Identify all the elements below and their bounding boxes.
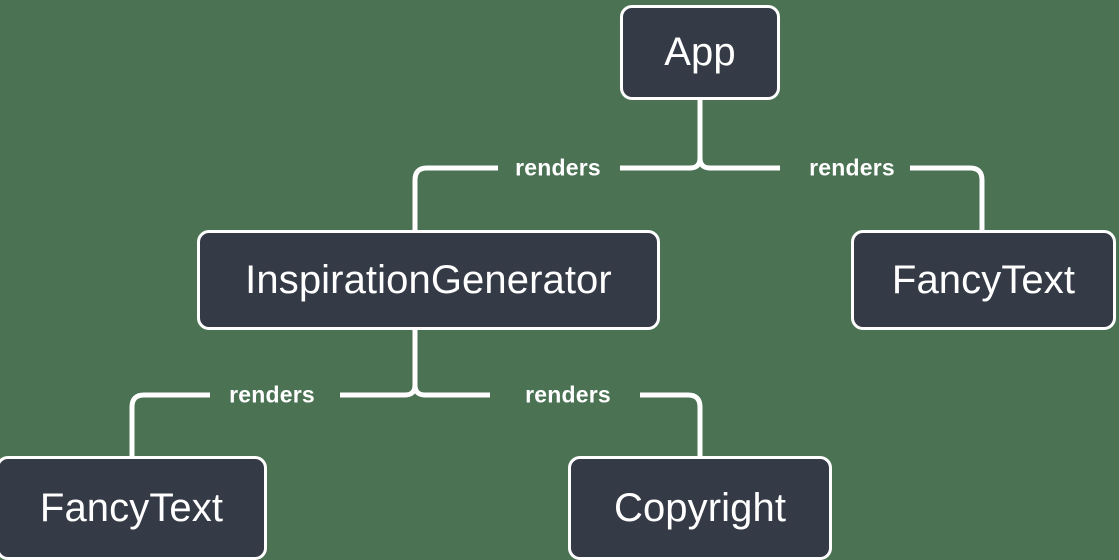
edge-inspiration-generator-junction-left [340, 384, 418, 398]
node-app-label: App [664, 30, 736, 74]
edge-inspiration-generator-to-copyright [640, 392, 703, 456]
node-fancytext-bottom-label: FancyText [39, 485, 224, 530]
edge-label-inspiration-generator-to-copyright: renders [525, 381, 611, 408]
edge-app-junction-left [620, 157, 703, 171]
edge-label-app-to-fancytext-right: renders [809, 154, 895, 181]
node-fancytext-right-label: FancyText [891, 257, 1076, 302]
node-copyright[interactable]: Copyright [568, 456, 832, 560]
node-fancytext-bottom[interactable]: FancyText [0, 456, 267, 560]
edge-inspiration-generator-junction-right [412, 384, 490, 398]
node-inspiration-generator[interactable]: InspirationGenerator [197, 230, 660, 330]
edge-app-to-inspiration-generator [412, 165, 498, 230]
edge-label-app-to-inspiration-generator: renders [515, 154, 601, 181]
edge-inspiration-generator-to-fancytext-bottom [129, 392, 210, 456]
edge-label-inspiration-generator-to-fancytext-bottom: renders [229, 381, 315, 408]
node-copyright-label: Copyright [613, 485, 787, 530]
edge-app-junction-right [697, 157, 780, 171]
node-fancytext-right[interactable]: FancyText [851, 230, 1116, 330]
edge-app-to-fancytext-right [910, 165, 985, 230]
node-app[interactable]: App [620, 5, 780, 100]
node-inspiration-generator-label: InspirationGenerator [245, 257, 612, 302]
